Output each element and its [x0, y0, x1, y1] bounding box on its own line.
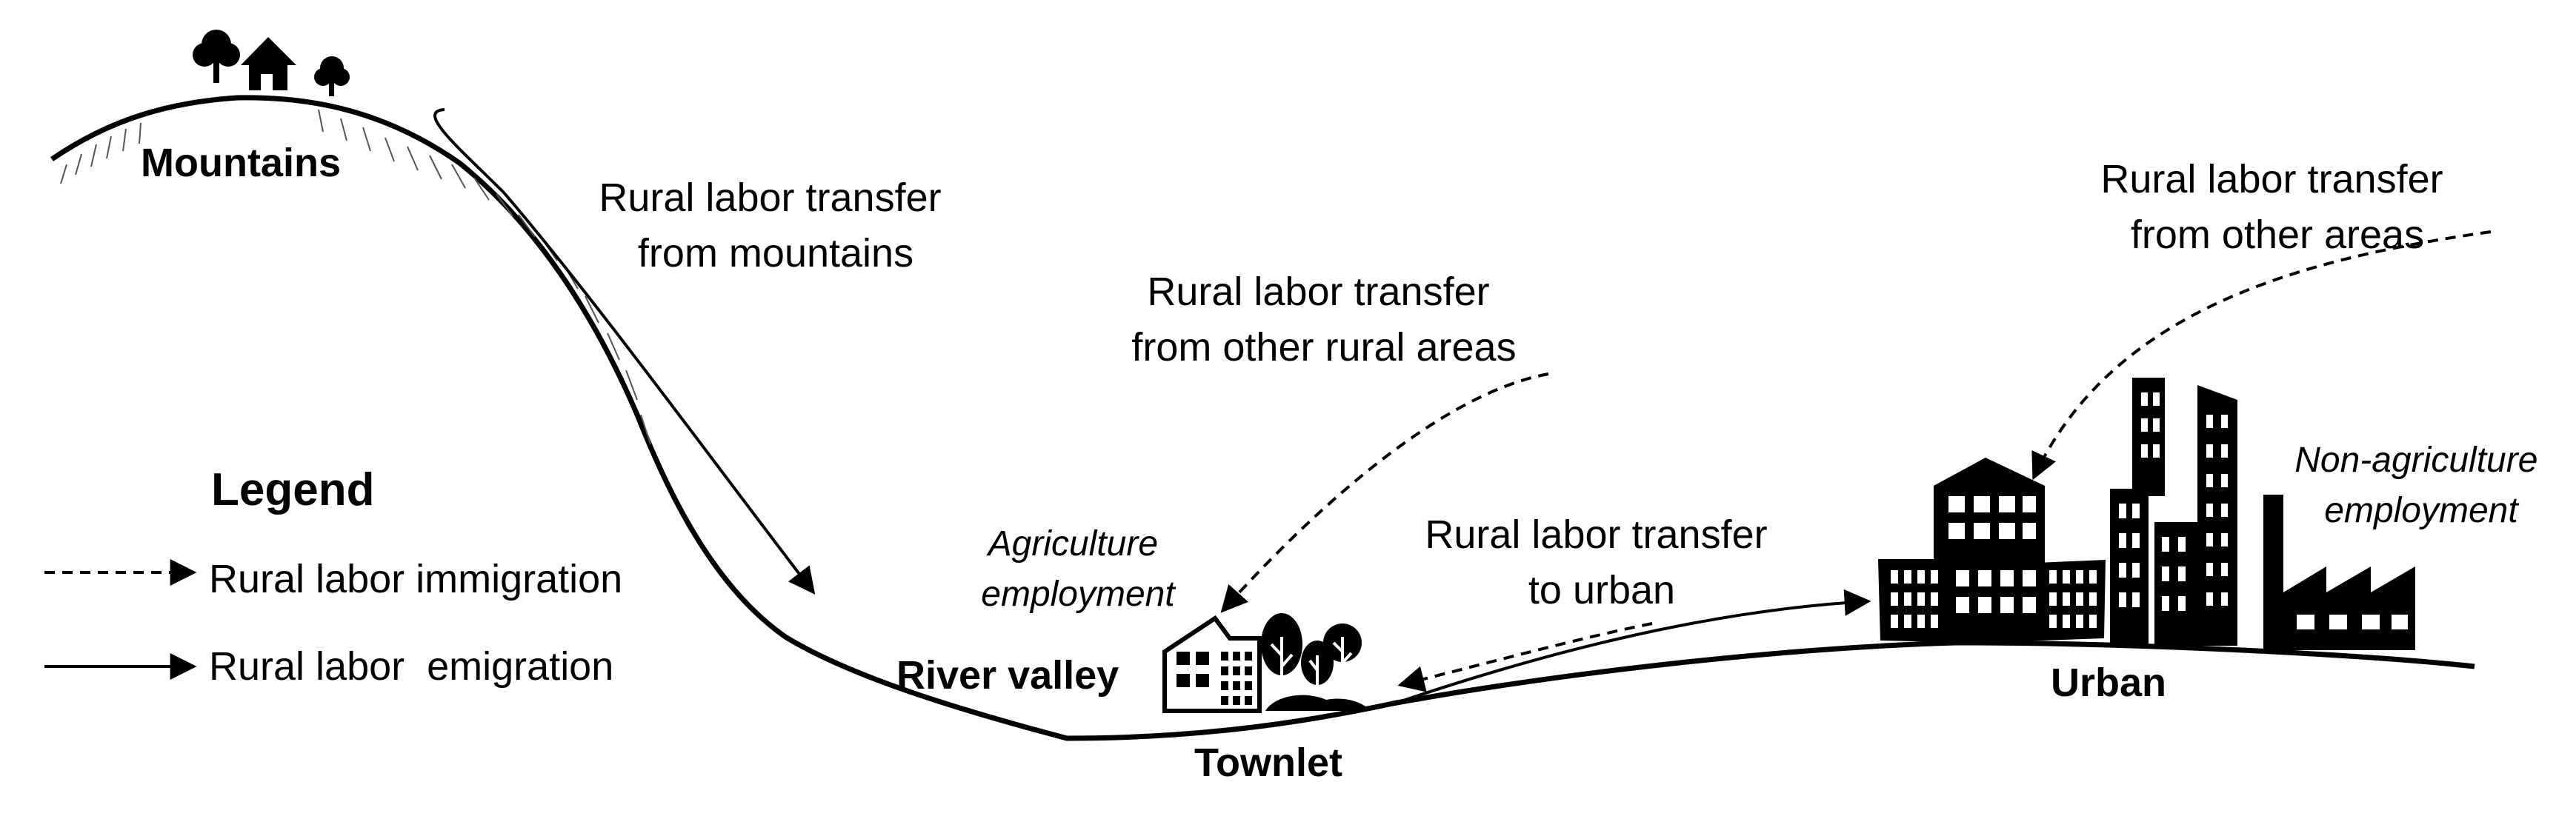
immigration-arrow-other-rural: [1220, 372, 1549, 613]
tree-icon: [314, 56, 350, 96]
building-icon: [1878, 458, 2106, 643]
immigration-arrow-from-urban: [1397, 622, 1653, 692]
employment-label-agriculture: Agriculture employment: [981, 524, 1176, 614]
building-icon: [1162, 615, 1262, 713]
place-label-townlet: Townlet: [1194, 741, 1342, 785]
flow-label-to-urban: Rural labor transfer to urban: [1425, 512, 1778, 612]
tree-icon: [1261, 613, 1371, 711]
place-label-urban: Urban: [2051, 661, 2166, 705]
house-icon: [241, 37, 296, 90]
legend-title: Legend: [211, 464, 374, 515]
place-label-mountains: Mountains: [141, 141, 341, 185]
terrain-line: [50, 95, 2475, 741]
legend: Legend Rural labor immigration Rural lab…: [44, 464, 622, 689]
emigration-arrow-mountains: [433, 108, 816, 595]
flow-label-from-other-rural: Rural labor transfer from other rural ar…: [1131, 270, 1516, 370]
skyscraper-icon: [2110, 378, 2237, 647]
place-label-river-valley: River valley: [896, 653, 1119, 698]
factory-icon: [2263, 495, 2415, 650]
immigration-arrow-other-areas: [2031, 230, 2492, 481]
emigration-arrow-to-urban: [1398, 589, 1871, 703]
flow-label-from-other-areas: Rural labor transfer from other areas: [2100, 157, 2454, 257]
legend-immigration-label: Rural labor immigration: [209, 557, 622, 601]
employment-label-non-agriculture: Non-agriculture employment: [2294, 441, 2548, 530]
flow-label-from-mountains: Rural labor transfer from mountains: [599, 176, 952, 275]
legend-emigration-label: Rural labor emigration: [209, 644, 613, 689]
tree-icon: [193, 30, 240, 83]
